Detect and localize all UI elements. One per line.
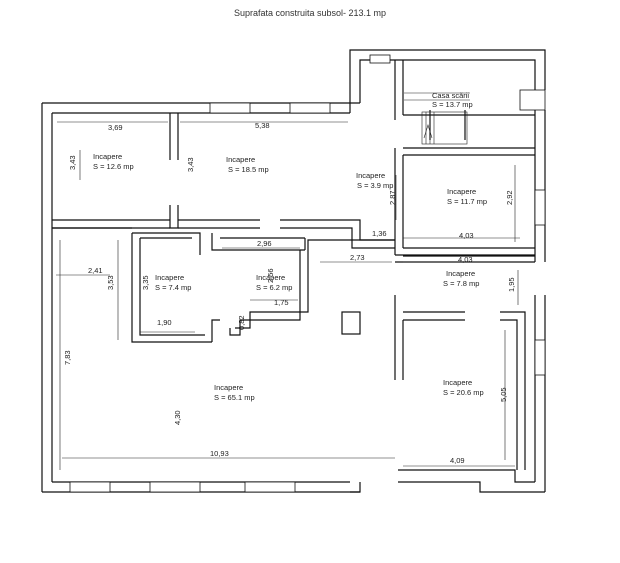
room-label: Incapere <box>443 378 472 387</box>
dimension-label: 2,73 <box>350 253 365 262</box>
dimension-label: 1,36 <box>372 229 387 238</box>
room-label: Incapere <box>155 273 184 282</box>
room-label: Incapere <box>93 152 122 161</box>
room-label: Casa scării <box>432 91 469 100</box>
plan-title: Suprafata construita subsol- 213.1 mp <box>233 8 387 18</box>
room-label: Incapere <box>446 269 475 278</box>
dimension-label: 1,90 <box>157 318 172 327</box>
dimension-label: 3,43 <box>68 155 77 170</box>
dimension-label: 2,92 <box>505 190 514 205</box>
dimension-label: 10,93 <box>210 449 229 458</box>
dimension-label: 2,56 <box>266 268 275 283</box>
dimension-label: 1,95 <box>507 277 516 292</box>
windows <box>69 54 546 493</box>
dimension-label: 2,41 <box>88 266 103 275</box>
room-label: Incapere <box>447 187 476 196</box>
room-label: S = 18.5 mp <box>228 165 269 174</box>
dimension-label: 4,09 <box>450 456 465 465</box>
dimension-label: 3,53 <box>106 275 115 290</box>
room-area: S = 7.4 mp <box>155 283 191 292</box>
room-label: Incapere <box>214 383 243 392</box>
room-label: Incapere <box>226 155 255 164</box>
dimension-lines <box>56 121 520 470</box>
dimension-label: 3,35 <box>141 275 150 290</box>
room-area: S = 7.8 mp <box>443 279 479 288</box>
dimension-labels: 3,69 5,38 3,43 3,43 2,87 2,92 1,36 4,03 … <box>63 121 516 465</box>
dimension-label: 4,30 <box>173 410 182 425</box>
room-area: S = 13.7 mp <box>432 100 473 109</box>
room-area: S = 6.2 mp <box>256 283 292 292</box>
staircase <box>404 92 470 145</box>
dimension-label: 4,03 <box>459 231 474 240</box>
room-area: S = 12.6 mp <box>93 162 134 171</box>
dimension-label: 4,03 <box>458 255 473 264</box>
interior-walls <box>52 60 535 470</box>
room-label: Incapere <box>356 171 385 180</box>
room-area: S = 20.6 mp <box>443 388 484 397</box>
dimension-label: 3,43 <box>186 157 195 172</box>
dimension-label: 5,38 <box>255 121 270 130</box>
dimension-label: 2,87 <box>388 190 397 205</box>
room-area: S = 65.1 mp <box>214 393 255 402</box>
dimension-label: 3,69 <box>108 123 123 132</box>
dimension-label: 2,96 <box>257 239 272 248</box>
dimension-label: 5,05 <box>499 387 508 402</box>
room-area: S = 11.7 mp <box>447 197 487 206</box>
room-area: S = 3.9 mp <box>357 181 393 190</box>
dimension-label: 1,75 <box>274 298 289 307</box>
dimension-label: 7,83 <box>63 350 72 365</box>
room-labels: Incapere S = 12.6 mp Incapere S = 18.5 m… <box>93 91 487 402</box>
room-label: Incapere <box>256 273 285 282</box>
dimension-label: 0,82 <box>237 315 246 330</box>
outer-walls <box>41 49 546 493</box>
